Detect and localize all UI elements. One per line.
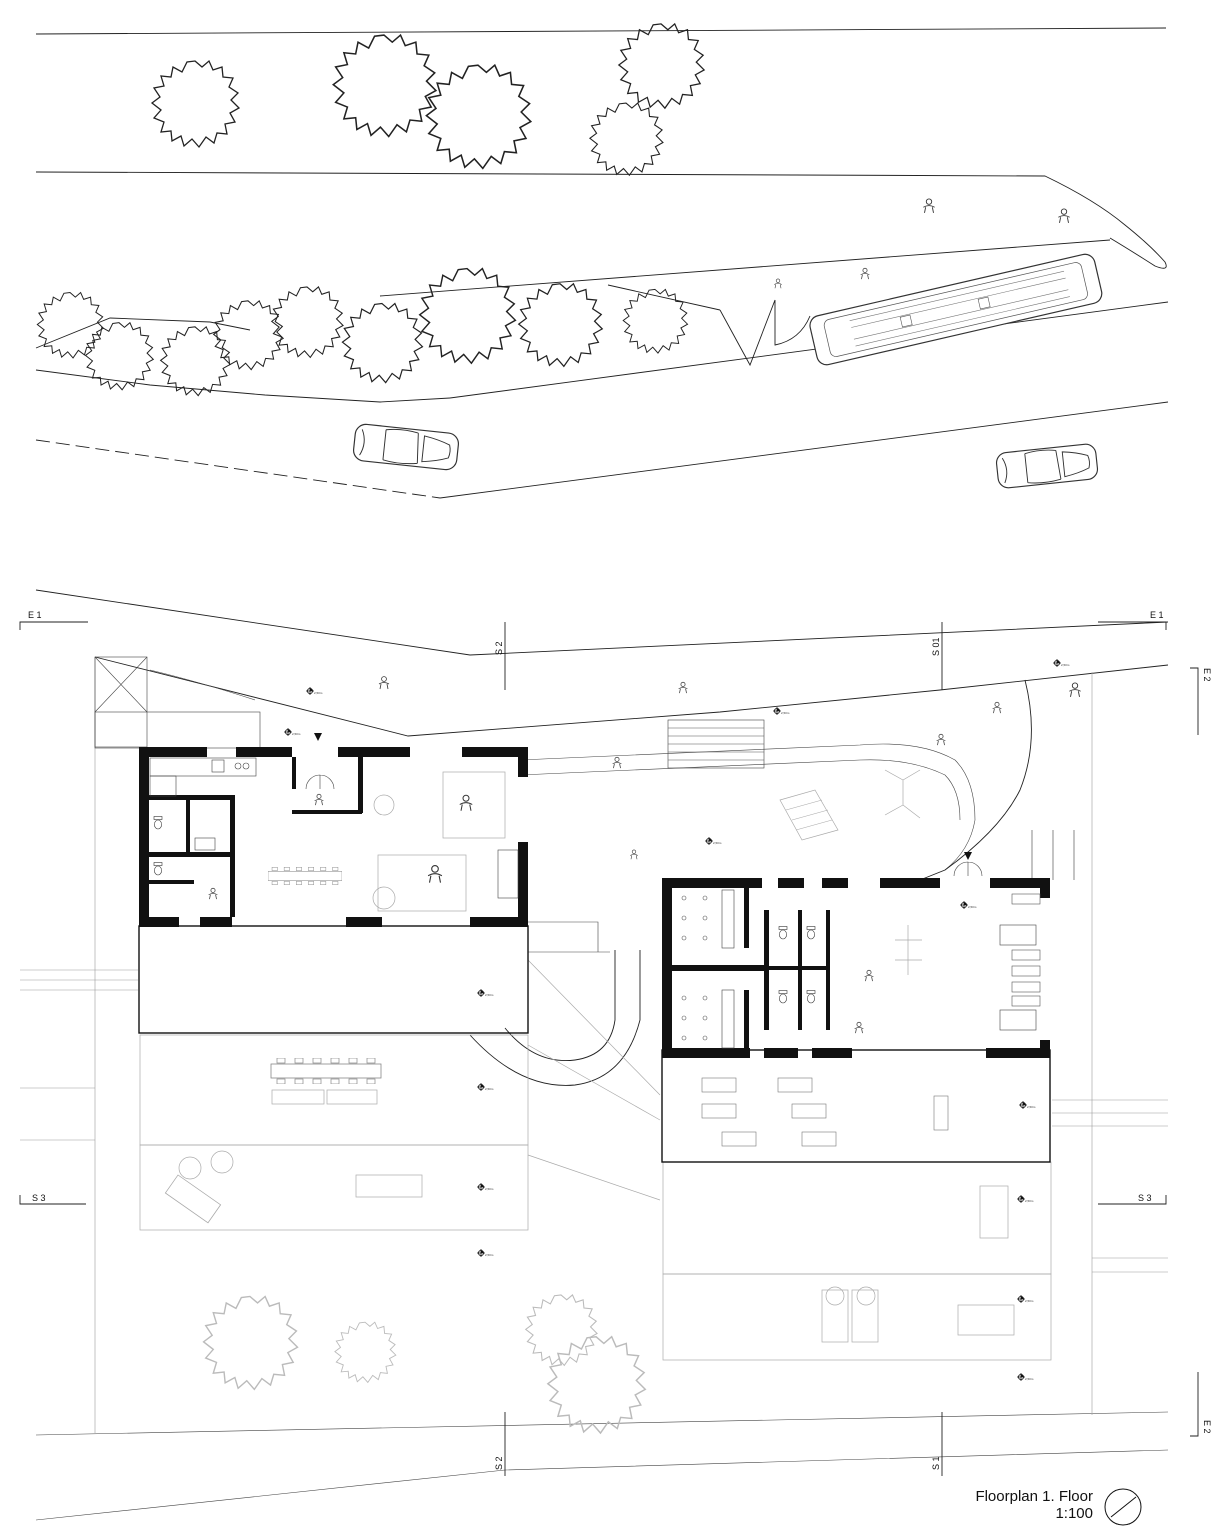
section-e2-bottom: E 2: [1202, 1420, 1212, 1434]
elevation-markers: 2,50m 2,50m 2,50m 2,50m 2,50m 2,50m 2,50…: [283, 658, 1070, 1382]
elevation-mark: 2,50m: [704, 836, 722, 846]
svg-text:2,50m: 2,50m: [292, 732, 301, 736]
svg-text:2,50m: 2,50m: [1025, 1377, 1034, 1381]
playground-equipment: [779, 769, 921, 841]
elevation-mark: 2,50m: [1016, 1194, 1034, 1204]
drawing-title: Floorplan 1. Floor: [975, 1488, 1093, 1505]
elevation-mark: 2,50m: [476, 1082, 494, 1092]
svg-text:2,50m: 2,50m: [485, 993, 494, 997]
section-s1: S 1: [931, 1456, 941, 1470]
section-s3-left: S 3: [32, 1193, 46, 1203]
title-block: Floorplan 1. Floor 1:100: [975, 1488, 1093, 1522]
svg-text:2,50m: 2,50m: [1025, 1299, 1034, 1303]
north-arrow-icon: [1104, 1488, 1142, 1526]
svg-text:2,50m: 2,50m: [1027, 1105, 1036, 1109]
elevation-mark: 2,50m: [1018, 1100, 1036, 1110]
bus: [809, 253, 1103, 366]
section-s2-bottom: S 2: [494, 1456, 504, 1470]
bike-rack: [1031, 830, 1075, 880]
svg-text:2,50m: 2,50m: [968, 905, 977, 909]
right-building: [661, 852, 1051, 1163]
elevation-mark: 2,50m: [305, 686, 323, 696]
section-s3-right: S 3: [1138, 1193, 1152, 1203]
section-e2-top: E 2: [1202, 668, 1212, 682]
elevation-mark: 2,50m: [1016, 1372, 1034, 1382]
site-context-top: [35, 23, 1169, 499]
elevation-mark: 2,50m: [476, 1182, 494, 1192]
sunbed-left: [164, 1174, 222, 1224]
elevation-mark: 2,50m: [476, 988, 494, 998]
section-e1-right: E 1: [1150, 610, 1164, 620]
section-markers: E 1 E 1 E 2 E 2 S 2 S 2 S 01 S 1 S 3 S 3: [19, 610, 1212, 1476]
section-s01: S 01: [931, 637, 941, 656]
elevation-mark: 2,50m: [959, 900, 977, 910]
elevation-mark: 2,50m: [476, 1248, 494, 1258]
section-s2-top: S 2: [494, 641, 504, 655]
left-building: [138, 733, 529, 1034]
svg-text:2,50m: 2,50m: [713, 841, 722, 845]
site-context-main: [20, 589, 1169, 1521]
svg-text:2,50m: 2,50m: [485, 1087, 494, 1091]
drawing-scale: 1:100: [1055, 1505, 1093, 1522]
elevation-mark: 2,50m: [1052, 658, 1070, 668]
section-e1-left: E 1: [28, 610, 42, 620]
elevation-mark: 2,50m: [772, 706, 790, 716]
svg-text:2,50m: 2,50m: [1061, 663, 1070, 667]
svg-text:2,50m: 2,50m: [1025, 1199, 1034, 1203]
svg-text:2,50m: 2,50m: [485, 1253, 494, 1257]
svg-text:2,50m: 2,50m: [314, 691, 323, 695]
svg-text:2,50m: 2,50m: [781, 711, 790, 715]
elevation-mark: 2,50m: [1016, 1294, 1034, 1304]
elevation-mark: 2,50m: [283, 727, 301, 737]
svg-text:2,50m: 2,50m: [485, 1187, 494, 1191]
